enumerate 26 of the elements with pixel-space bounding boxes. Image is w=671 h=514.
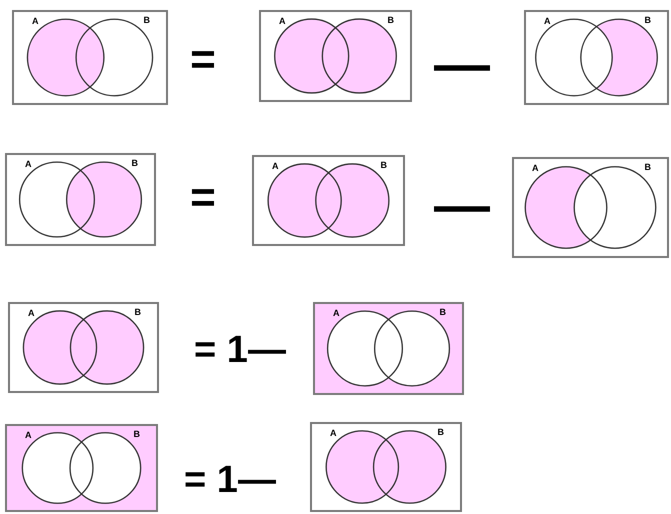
set-label: B	[380, 160, 387, 170]
equation-operator: = 1—	[184, 461, 276, 499]
set-label: A	[544, 16, 550, 26]
set-label: B	[134, 429, 140, 439]
equation-operator: = 1—	[194, 331, 286, 369]
set-label: A	[28, 308, 34, 318]
set-label: A	[333, 308, 340, 318]
set-label: B	[132, 158, 138, 168]
set-label: A	[25, 159, 32, 169]
set-label: A	[279, 16, 286, 26]
set-label: B	[644, 162, 651, 172]
set-label: A	[330, 428, 336, 438]
set-label: B	[134, 307, 141, 317]
equation-operator: —	[434, 177, 490, 233]
equation-operator: =	[190, 38, 216, 82]
set-label: B	[388, 15, 394, 25]
set-label: A	[532, 163, 538, 173]
set-label: A	[25, 430, 32, 440]
equation-operator: =	[190, 176, 216, 220]
set-label: B	[144, 15, 150, 25]
set-label: B	[438, 427, 444, 437]
set-label: A	[272, 161, 278, 171]
equation-operator: —	[434, 36, 490, 92]
set-label: B	[440, 307, 446, 317]
set-label: A	[32, 16, 38, 26]
set-label: B	[644, 15, 651, 25]
